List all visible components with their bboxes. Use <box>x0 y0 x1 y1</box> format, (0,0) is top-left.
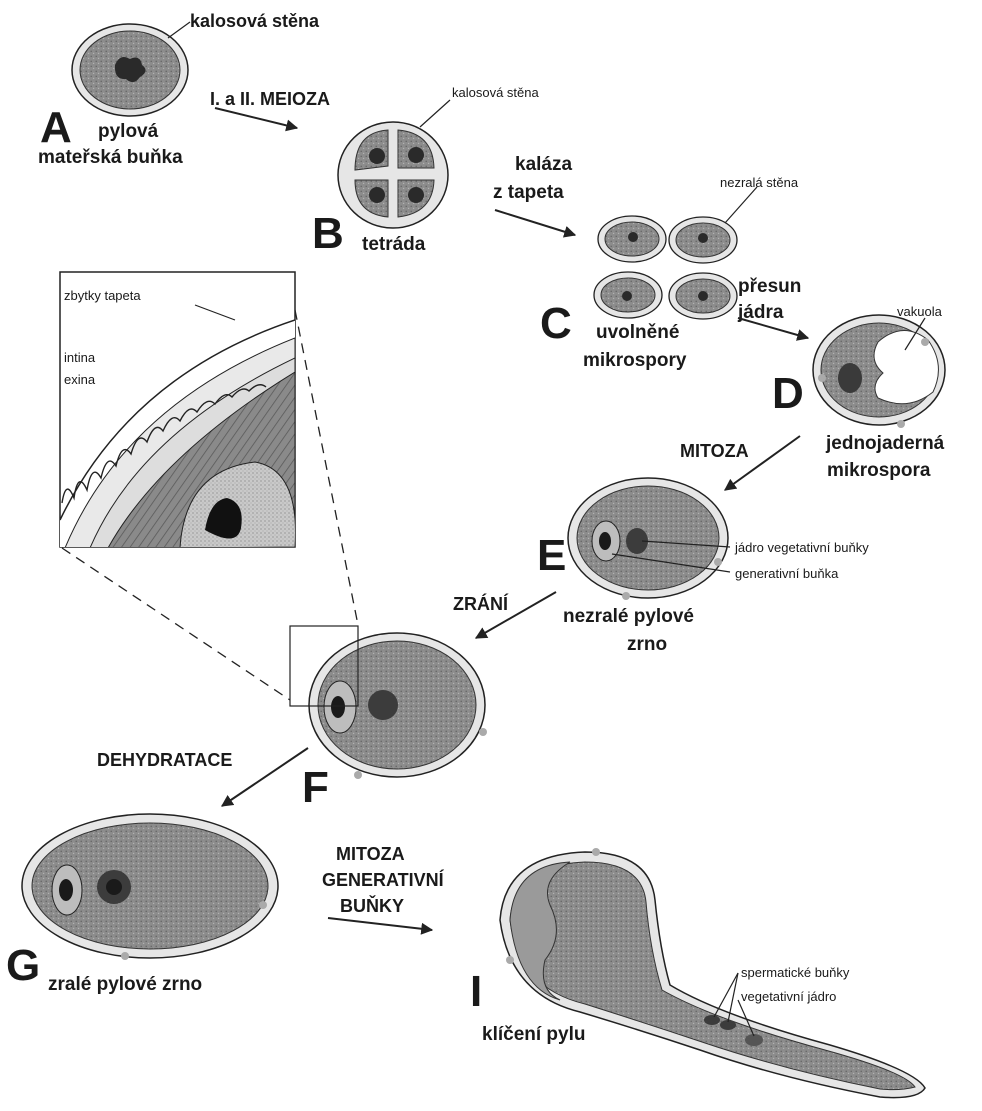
stage-d-label-line2: mikrospora <box>827 460 931 481</box>
stage-a-letter: A <box>40 103 72 152</box>
stage-d-vacuole-label: vakuola <box>897 304 943 319</box>
stage-a-label-line2: mateřská buňka <box>38 147 183 168</box>
stage-b-letter: B <box>312 209 344 258</box>
stage-d-microspore <box>813 315 945 428</box>
stage-c-microspores <box>594 216 737 319</box>
stage-g-mature-grain <box>22 814 278 960</box>
mitosis-label: MITOZA <box>680 441 749 461</box>
stage-b-label: tetráda <box>362 234 426 255</box>
gen-mitosis-label-line1: MITOZA <box>336 844 405 864</box>
dehydration-arrow <box>222 748 308 806</box>
stage-c-label-line2: mikrospory <box>583 350 687 371</box>
stage-e-generative-label: generativní buňka <box>735 566 839 581</box>
stage-e-immature-grain <box>568 478 728 600</box>
stage-c-wall-label: nezralá stěna <box>720 175 799 190</box>
callase-label-line2: z tapeta <box>493 182 564 203</box>
inset-intine-label: intina <box>64 350 96 365</box>
gen-mitosis-label-line3: BUŇKY <box>340 895 404 916</box>
stage-e-letter: E <box>537 531 566 580</box>
leader-line <box>714 973 738 1017</box>
stage-d-label-line1: jednojaderná <box>825 433 945 454</box>
stage-a-label-line1: pylová <box>98 121 159 142</box>
stage-e-nucleus-label: jádro vegetativní buňky <box>734 540 869 555</box>
stage-f-letter: F <box>302 763 329 812</box>
stage-e-label-line2: zrno <box>627 634 667 655</box>
leader-line <box>168 22 190 38</box>
stage-c-label-line1: uvolněné <box>596 322 679 343</box>
stage-d-letter: D <box>772 369 804 418</box>
stage-g-label: zralé pylové zrno <box>48 974 202 995</box>
stage-b-wall-label: kalosová stěna <box>452 85 539 100</box>
meiosis-label: I. a II. MEIOZA <box>210 89 330 109</box>
stage-i-letter: I <box>470 967 482 1016</box>
stage-b-tetrad <box>338 122 448 228</box>
stage-e-label-line1: nezralé pylové <box>563 606 694 627</box>
stage-f-grain <box>290 626 487 779</box>
gen-mitosis-label-line2: GENERATIVNÍ <box>322 869 445 890</box>
leader-line <box>725 187 757 223</box>
leader-line <box>420 100 450 127</box>
inset-tapetum-label: zbytky tapeta <box>64 288 141 303</box>
gen-mitosis-arrow <box>328 918 432 930</box>
stage-c-letter: C <box>540 299 572 348</box>
inset-connector <box>62 548 290 700</box>
wall-detail-inset <box>60 272 296 548</box>
inset-exine-label: exina <box>64 372 96 387</box>
inset-connector <box>295 310 358 625</box>
maturation-label: ZRÁNÍ <box>453 593 509 614</box>
nucleus-move-label-line1: přesun <box>738 276 801 297</box>
stage-i-veg-nucleus-label: vegetativní jádro <box>741 989 836 1004</box>
stage-a-wall-label: kalosová stěna <box>190 11 320 31</box>
callase-arrow <box>495 210 575 235</box>
meiosis-arrow <box>215 108 297 128</box>
callase-label-line1: kaláza <box>515 154 572 175</box>
dehydration-label: DEHYDRATACE <box>97 750 232 770</box>
stage-i-germinating-pollen <box>500 848 925 1098</box>
stage-a-cell <box>72 24 188 116</box>
stage-g-letter: G <box>6 941 40 990</box>
stage-i-label: klíčení pylu <box>482 1024 585 1045</box>
stage-i-sperm-label: spermatické buňky <box>741 965 850 980</box>
